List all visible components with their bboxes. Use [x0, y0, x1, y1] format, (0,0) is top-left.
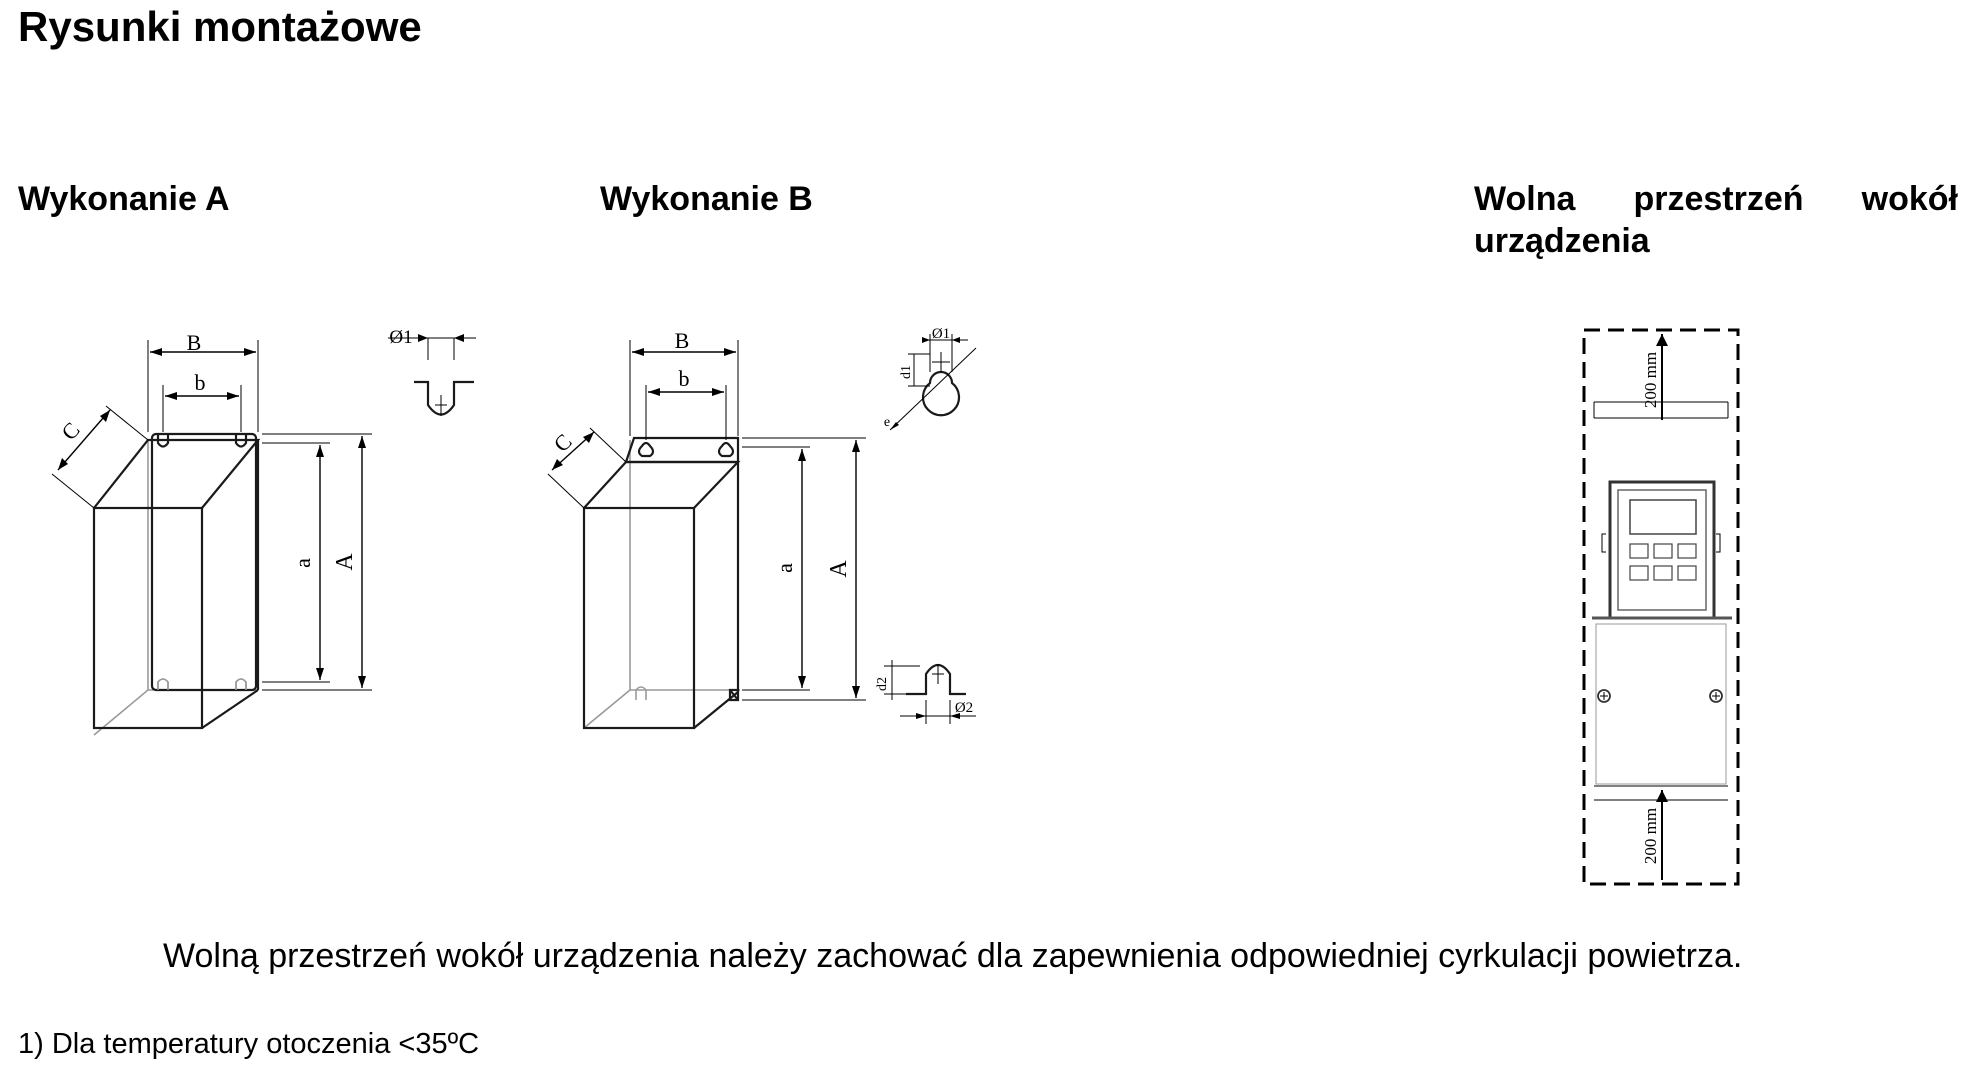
variant-b-label-B: B	[675, 328, 690, 353]
variant-a-label-B: B	[187, 330, 202, 355]
variant-b-dim-a: a	[742, 446, 810, 691]
variant-b-label-d2: d2	[875, 677, 890, 691]
variant-b-title: Wykonanie B	[600, 180, 813, 218]
variant-a-label-b: b	[195, 370, 206, 395]
clearance-title: Wolna przestrzeń wokół urządzenia	[1474, 178, 1958, 262]
variant-a-label-A: A	[332, 553, 358, 571]
variant-b-keyhole-detail: Ø1 d1 e	[884, 326, 977, 431]
variant-a-dim-a: a	[262, 442, 330, 683]
clearance-title-line1: Wolna przestrzeń wokół	[1474, 178, 1958, 220]
clearance-bottom-dimension: 200 mm	[1641, 790, 1668, 880]
variant-b-dim-b: b	[645, 366, 727, 440]
clearance-title-word-1: Wolna	[1474, 180, 1576, 218]
clearance-title-word-3: wokół	[1861, 180, 1958, 218]
variant-a-dim-A: A	[262, 433, 372, 691]
variant-a-label-a: a	[290, 558, 315, 568]
variant-a-enclosure	[92, 432, 261, 730]
variant-b-label-a: a	[772, 563, 797, 573]
variant-a-slot-detail: Ø1	[388, 327, 476, 416]
variant-b-slot-detail: d2 Ø2	[875, 660, 976, 724]
variant-b-enclosure	[582, 436, 741, 730]
clearance-bottom-label: 200 mm	[1641, 808, 1660, 864]
variant-b-label-e: e	[884, 415, 890, 430]
variant-b-label-A: A	[826, 560, 852, 578]
variant-a-title: Wykonanie A	[18, 180, 230, 218]
clearance-top-label: 200 mm	[1641, 352, 1660, 408]
variant-b-label-o2: Ø2	[955, 700, 973, 716]
variant-a-dim-b: b	[162, 370, 242, 432]
variant-b-dim-A: A	[742, 437, 866, 701]
variant-b-dim-B: B	[629, 328, 739, 436]
clearance-boundary	[1582, 328, 1740, 886]
variant-a-label-o1: Ø1	[389, 327, 412, 348]
device-outline	[1592, 401, 1732, 801]
variant-b-label-d1: d1	[899, 365, 914, 379]
page-title: Rysunki montażowe	[18, 3, 422, 50]
clearance-note: Wolną przestrzeń wokół urządzenia należy…	[163, 937, 1743, 975]
variant-b-hidden-edges	[583, 440, 740, 729]
variant-a-dim-B: B	[147, 330, 259, 432]
clearance-top-dimension: 200 mm	[1641, 334, 1668, 420]
footnote: 1) Dla temperatury otoczenia <35ºC	[18, 1028, 480, 1060]
clearance-title-line2: urządzenia	[1474, 222, 1650, 260]
variant-b-label-b: b	[679, 366, 690, 391]
variant-b-label-o1: Ø1	[932, 326, 950, 342]
clearance-title-word-2: przestrzeń	[1633, 180, 1804, 218]
